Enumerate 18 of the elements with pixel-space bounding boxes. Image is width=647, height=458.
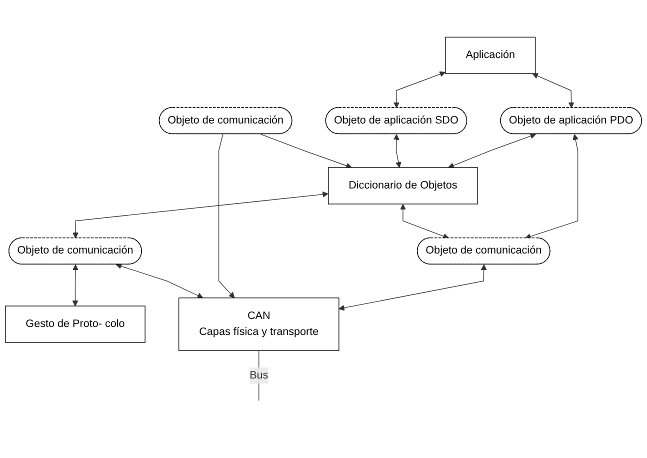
node-box: Diccionario de Objetos: [328, 167, 478, 204]
arrow: [393, 71, 446, 108]
arrow: [218, 134, 235, 298]
arrow: [448, 133, 536, 168]
connector: [258, 350, 260, 401]
arrow: [72, 191, 328, 238]
node-box: Gesto de Proto- colo: [5, 306, 146, 343]
node-box: Aplicación: [445, 36, 536, 74]
arrow: [116, 263, 204, 298]
edge-label: Bus: [250, 370, 268, 381]
node-box: CAN Capas física y transporte: [178, 298, 340, 351]
arrow: [393, 134, 402, 168]
arrow: [72, 264, 78, 306]
arrow: [400, 204, 449, 239]
arrow: [338, 264, 487, 311]
arrow: [532, 73, 574, 108]
arrow: [260, 134, 352, 169]
arrow: [524, 134, 578, 240]
